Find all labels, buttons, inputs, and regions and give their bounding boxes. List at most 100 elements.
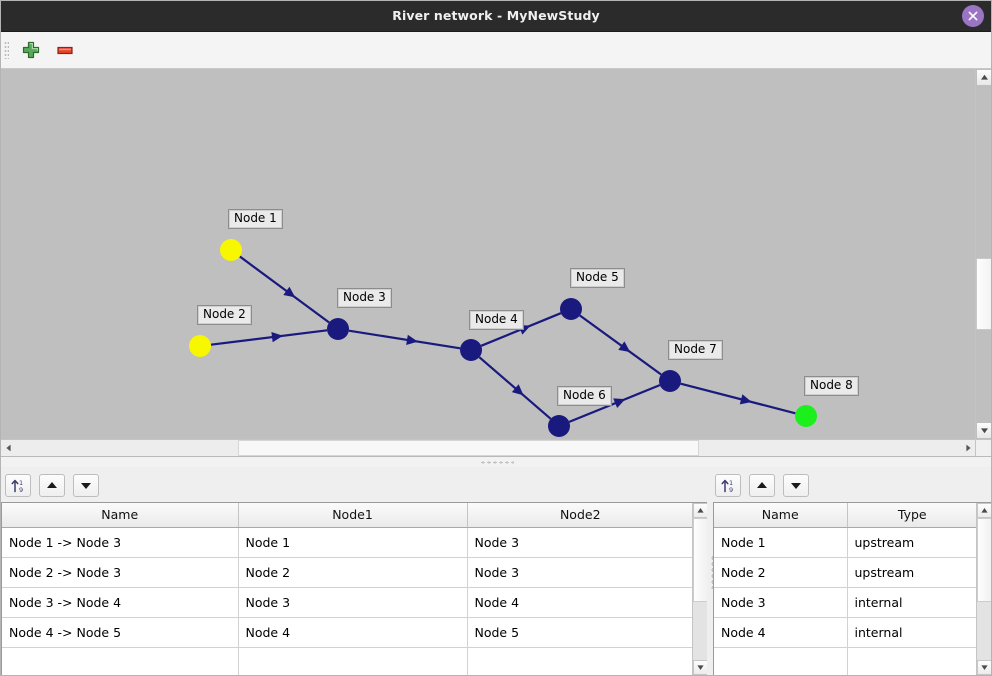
table-cell[interactable] xyxy=(238,647,468,675)
graph-node[interactable] xyxy=(659,370,681,392)
edges-scroll-down-button[interactable] xyxy=(693,660,708,675)
table-cell[interactable]: Node 3 xyxy=(467,557,693,588)
table-cell[interactable]: Node 1 -> Node 3 xyxy=(2,527,239,558)
graph-edge[interactable] xyxy=(348,329,461,350)
edges-move-up-button[interactable] xyxy=(39,474,65,497)
graph-edge[interactable] xyxy=(239,255,330,324)
scroll-up-button[interactable] xyxy=(976,69,991,86)
table-row[interactable] xyxy=(2,647,693,675)
scroll-left-button[interactable] xyxy=(1,440,17,456)
table-cell[interactable]: Node 2 xyxy=(238,557,468,588)
graph-node[interactable] xyxy=(795,405,817,427)
graph-node-label[interactable]: Node 2 xyxy=(197,305,252,325)
table-cell[interactable]: Node 5 xyxy=(467,617,693,648)
table-cell[interactable]: Node 3 xyxy=(467,527,693,558)
graph-edge[interactable] xyxy=(579,314,662,376)
graph-edge[interactable] xyxy=(478,356,552,420)
edges-move-down-button[interactable] xyxy=(73,474,99,497)
close-button[interactable] xyxy=(962,5,984,27)
graph-horizontal-scrollbar[interactable] xyxy=(1,439,976,457)
edges-sort-button[interactable]: 1 9 xyxy=(5,474,31,497)
nodes-scroll-down-button[interactable] xyxy=(977,660,991,675)
table-cell[interactable]: internal xyxy=(847,617,977,648)
graph-edge[interactable] xyxy=(210,329,328,346)
nodes-scroll-track[interactable] xyxy=(977,518,991,660)
graph-node-label[interactable]: Node 4 xyxy=(469,310,524,330)
delete-node-button[interactable] xyxy=(53,38,77,62)
graph-node-label[interactable]: Node 3 xyxy=(337,288,392,308)
edges-table-scrollbar[interactable] xyxy=(692,503,708,675)
nodes-column-header[interactable]: Type xyxy=(847,503,977,528)
table-cell[interactable]: Node 1 xyxy=(714,527,848,558)
graph-node-label[interactable]: Node 5 xyxy=(570,268,625,288)
edges-scroll-up-button[interactable] xyxy=(693,503,708,518)
nodes-column-header[interactable]: Name xyxy=(714,503,848,528)
table-cell[interactable]: Node 4 xyxy=(238,617,468,648)
table-cell[interactable]: Node 4 -> Node 5 xyxy=(2,617,239,648)
table-cell[interactable] xyxy=(2,647,239,675)
nodes-scroll-thumb[interactable] xyxy=(977,518,991,602)
table-cell[interactable] xyxy=(714,647,848,675)
horizontal-splitter[interactable] xyxy=(1,456,991,468)
graph-node[interactable] xyxy=(548,415,570,437)
table-cell[interactable]: upstream xyxy=(847,557,977,588)
nodes-move-down-button[interactable] xyxy=(783,474,809,497)
edges-scroll-track[interactable] xyxy=(693,518,708,660)
graph-vscroll-track[interactable] xyxy=(976,86,991,422)
vertical-splitter[interactable] xyxy=(707,467,717,675)
graph-node-label[interactable]: Node 7 xyxy=(668,340,723,360)
table-cell[interactable]: Node 3 xyxy=(714,587,848,618)
scroll-down-button[interactable] xyxy=(976,422,991,439)
graph-node[interactable] xyxy=(189,335,211,357)
toolbar-grip[interactable] xyxy=(4,41,9,59)
table-cell[interactable]: Node 4 xyxy=(714,617,848,648)
nodes-sort-button[interactable]: 1 9 xyxy=(715,474,741,497)
table-cell[interactable]: internal xyxy=(847,587,977,618)
graph-node-label[interactable]: Node 1 xyxy=(228,209,283,229)
graph-node-label[interactable]: Node 6 xyxy=(557,386,612,406)
graph-node[interactable] xyxy=(460,339,482,361)
graph-vertical-scrollbar[interactable] xyxy=(975,69,991,439)
edges-column-header[interactable]: Name xyxy=(2,503,239,528)
scroll-right-button[interactable] xyxy=(960,440,976,456)
table-cell[interactable]: Node 1 xyxy=(238,527,468,558)
graph-node[interactable] xyxy=(220,239,242,261)
graph-vscroll-thumb[interactable] xyxy=(976,258,991,330)
graph-edge[interactable] xyxy=(680,382,796,415)
river-network-canvas[interactable]: Node 1 Node 2 Node 3 Node 4 Node 5 Node 6 Node… xyxy=(1,69,976,439)
table-cell[interactable]: Node 2 -> Node 3 xyxy=(2,557,239,588)
nodes-table-scrollbar[interactable] xyxy=(976,503,991,675)
table-cell[interactable]: Node 2 xyxy=(714,557,848,588)
graph-edge[interactable] xyxy=(568,384,661,423)
graph-node[interactable] xyxy=(327,318,349,340)
nodes-scroll-up-button[interactable] xyxy=(977,503,991,518)
table-cell[interactable] xyxy=(847,647,977,675)
table-cell[interactable]: Node 3 xyxy=(238,587,468,618)
table-cell[interactable]: Node 4 xyxy=(467,587,693,618)
add-node-button[interactable] xyxy=(19,38,43,62)
graph-hscroll-thumb[interactable] xyxy=(238,440,699,456)
table-cell[interactable]: upstream xyxy=(847,527,977,558)
table-cell[interactable] xyxy=(467,647,693,675)
nodes-move-up-button[interactable] xyxy=(749,474,775,497)
edges-scroll-thumb[interactable] xyxy=(693,518,708,602)
edges-column-header[interactable]: Node2 xyxy=(467,503,693,528)
graph-hscroll-track[interactable] xyxy=(17,440,960,457)
edges-column-header[interactable]: Node1 xyxy=(238,503,468,528)
table-cell[interactable]: Node 3 -> Node 4 xyxy=(2,587,239,618)
graph-node[interactable] xyxy=(560,298,582,320)
